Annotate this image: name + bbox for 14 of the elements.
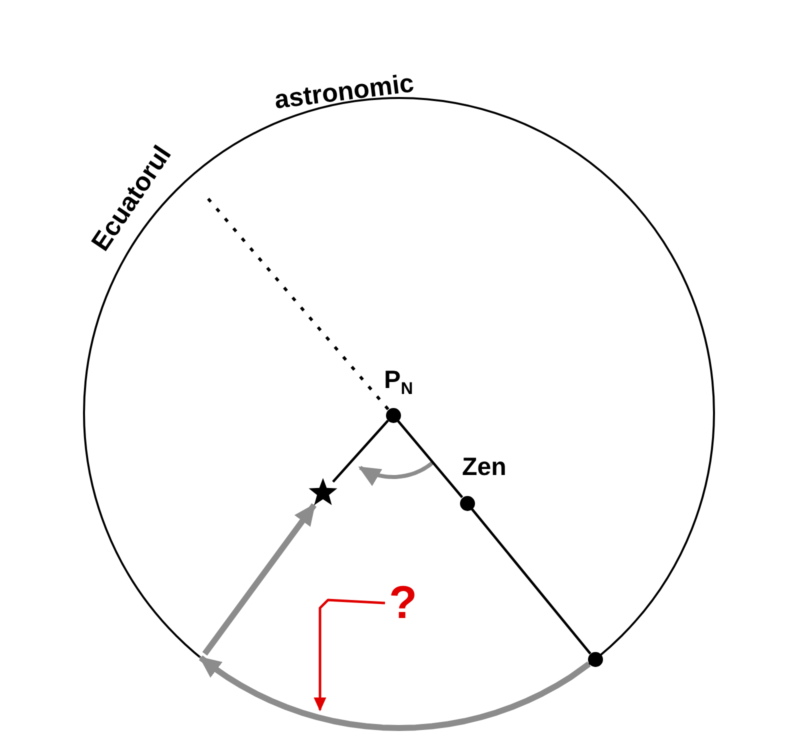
circle-label: astronomic (272, 70, 416, 112)
arrow (314, 598, 386, 712)
arrow (198, 655, 591, 731)
point-label: P$_{N}$ (384, 368, 413, 397)
point-dot (460, 496, 474, 510)
line (396, 420, 464, 498)
line (470, 508, 592, 654)
line (332, 420, 389, 483)
point-dot (386, 408, 400, 422)
point-label: Zen (462, 455, 506, 480)
point-dot (588, 652, 603, 668)
question-mark: ? (385, 579, 421, 629)
arrow (202, 503, 317, 656)
star-icon (308, 478, 338, 508)
